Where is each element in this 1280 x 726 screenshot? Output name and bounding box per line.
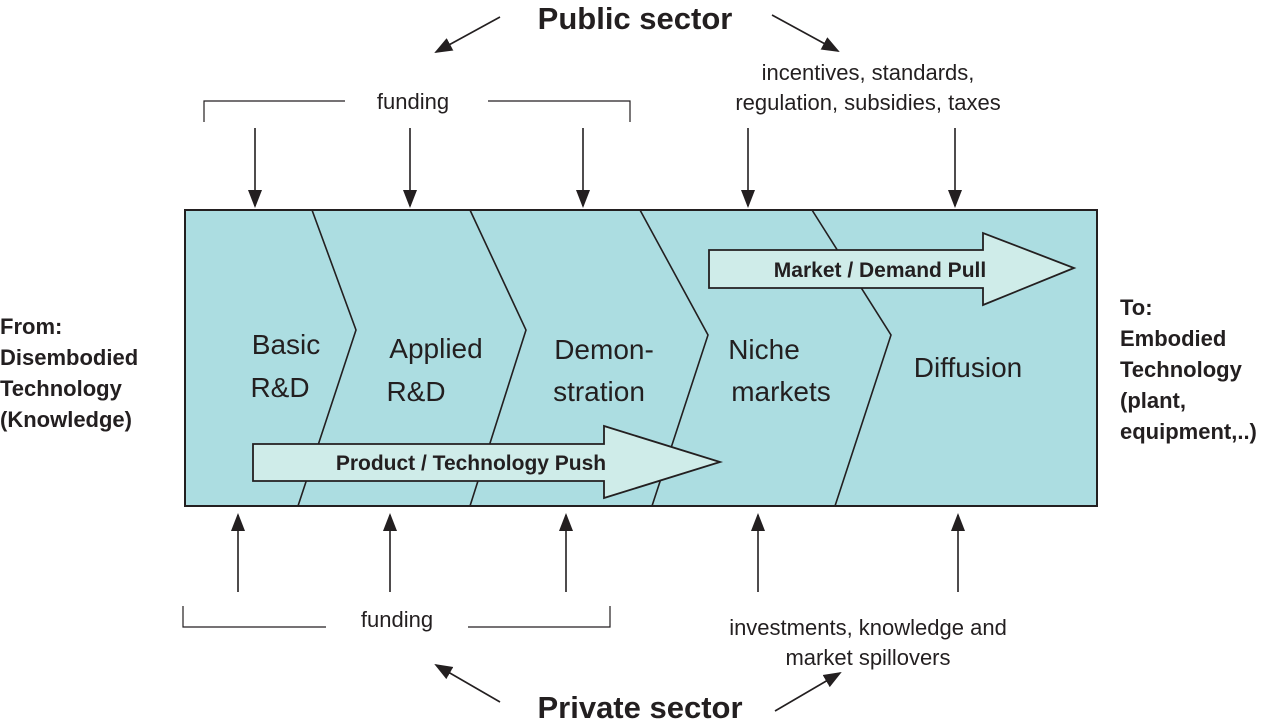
stage-niche-markets-line-2: markets — [731, 376, 831, 407]
private-sector-arrow-right — [774, 671, 842, 712]
private-investments-line-2: market spillovers — [785, 645, 950, 670]
private-funding-bracket-left — [182, 606, 326, 628]
product-technology-push-arrow — [252, 424, 724, 500]
market-demand-pull-label: Market / Demand Pull — [774, 259, 986, 282]
market-demand-pull-arrow — [708, 231, 1077, 307]
private-investments-line-1: investments, knowledge and — [729, 615, 1007, 640]
from-label-line-1: From: — [0, 314, 62, 339]
public-funding-bracket-right — [488, 100, 631, 122]
public-policy-line-2: regulation, subsidies, taxes — [735, 90, 1000, 115]
to-label-line-4: (plant, — [1120, 388, 1186, 413]
to-label-line-2: Embodied — [1120, 326, 1226, 351]
to-label-line-1: To: — [1120, 295, 1153, 320]
private-sector-title: Private sector — [537, 690, 742, 725]
stage-basic-rd-line-2: R&D — [250, 372, 309, 403]
from-label-line-4: (Knowledge) — [0, 407, 132, 432]
stage-applied-rd-line-2: R&D — [386, 376, 445, 407]
to-label-line-5: equipment,..) — [1120, 419, 1257, 444]
public-sector-title: Public sector — [538, 1, 733, 36]
public-funding-label: funding — [377, 89, 449, 114]
product-technology-push-label: Product / Technology Push — [336, 452, 606, 475]
stage-applied-rd-line-1: Applied — [389, 333, 482, 364]
stage-basic-rd-line-1: Basic — [252, 329, 320, 360]
stage-diffusion-label: Diffusion — [914, 352, 1022, 383]
public-policy-line-1: incentives, standards, — [762, 60, 975, 85]
to-label-line-3: Technology — [1120, 357, 1243, 382]
from-label-line-2: Disembodied — [0, 345, 138, 370]
stage-niche-markets-line-1: Niche — [728, 334, 800, 365]
stage-demonstration-line-1: Demon- — [554, 334, 654, 365]
private-sector-arrow-left — [434, 663, 501, 703]
private-funding-label: funding — [361, 607, 433, 632]
stage-demonstration-line-2: stration — [553, 376, 645, 407]
from-label-line-3: Technology — [0, 376, 123, 401]
public-funding-bracket-left — [203, 100, 345, 122]
public-sector-arrow-left — [434, 16, 501, 53]
public-sector-arrow-right — [771, 14, 840, 52]
private-funding-bracket-right — [468, 606, 611, 628]
